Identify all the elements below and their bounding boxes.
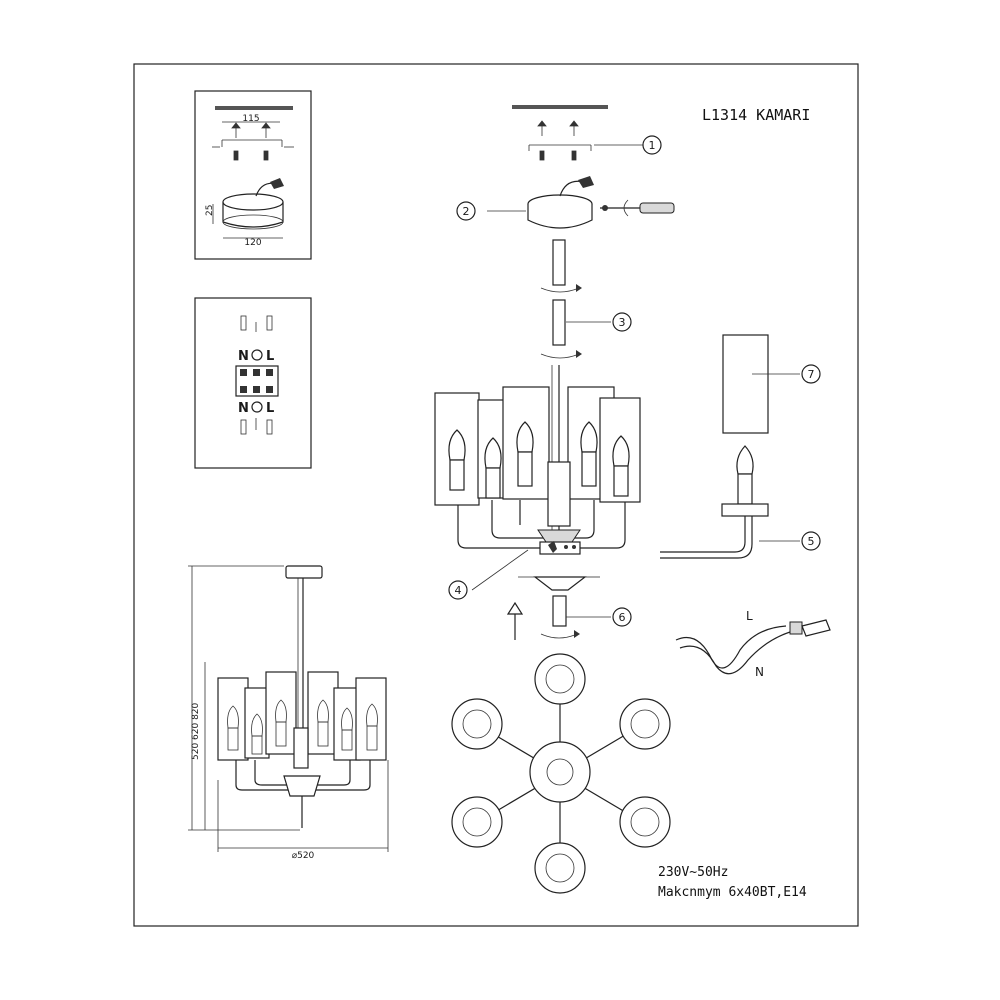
callout-4: 4	[448, 580, 468, 600]
svg-text:6: 6	[619, 611, 626, 624]
svg-text:7: 7	[808, 368, 815, 381]
callout-5: 5	[801, 531, 821, 551]
shade-part	[722, 334, 800, 434]
power-spec: Makcnmym 6x40BT,E14	[658, 885, 807, 900]
height-dims: 520 620 820	[191, 702, 201, 760]
live-label-bottom: L	[266, 401, 274, 416]
ground-icon-bottom	[251, 401, 263, 413]
ground-icon	[251, 349, 263, 361]
screwdriver-icon	[600, 199, 675, 217]
wire-neutral-label: N	[755, 665, 764, 679]
bulb-icon	[448, 421, 630, 499]
top-view	[451, 653, 671, 894]
glass-shade	[434, 386, 641, 506]
outer-frame	[133, 63, 859, 927]
callout-1: 1	[642, 135, 662, 155]
wire-live-label: L	[746, 609, 753, 623]
neutral-label-bottom: N	[238, 401, 249, 416]
svg-text:1: 1	[649, 139, 656, 152]
diameter-dim: ⌀520	[292, 851, 315, 861]
canopy-diameter-dim: 120	[244, 238, 261, 248]
side-elevation: 520 620 820	[188, 565, 389, 861]
neutral-label-top: N	[238, 349, 249, 364]
model-label: L1314 KAMARI	[702, 106, 810, 124]
screw-spacing-dim: 115	[242, 114, 259, 124]
svg-text:2: 2	[463, 205, 470, 218]
callout-6: 6	[612, 607, 632, 627]
callout-2: 2	[456, 201, 476, 221]
exploded-assembly	[434, 105, 675, 640]
canopy-height-dim: 25	[205, 205, 215, 216]
mount-detail-panel: 115 25 120	[194, 90, 312, 260]
arm-part	[660, 445, 800, 559]
svg-text:4: 4	[455, 584, 462, 597]
arrow-up-icon	[506, 601, 524, 640]
callout-3: 3	[612, 312, 632, 332]
live-label-top: L	[266, 349, 274, 364]
voltage-spec: 230V~50Hz	[658, 865, 728, 880]
wire-detail: L N	[675, 609, 831, 679]
svg-text:3: 3	[619, 316, 626, 329]
wiring-panel: N L N L	[194, 297, 312, 469]
callout-7: 7	[801, 364, 821, 384]
svg-text:5: 5	[808, 535, 815, 548]
